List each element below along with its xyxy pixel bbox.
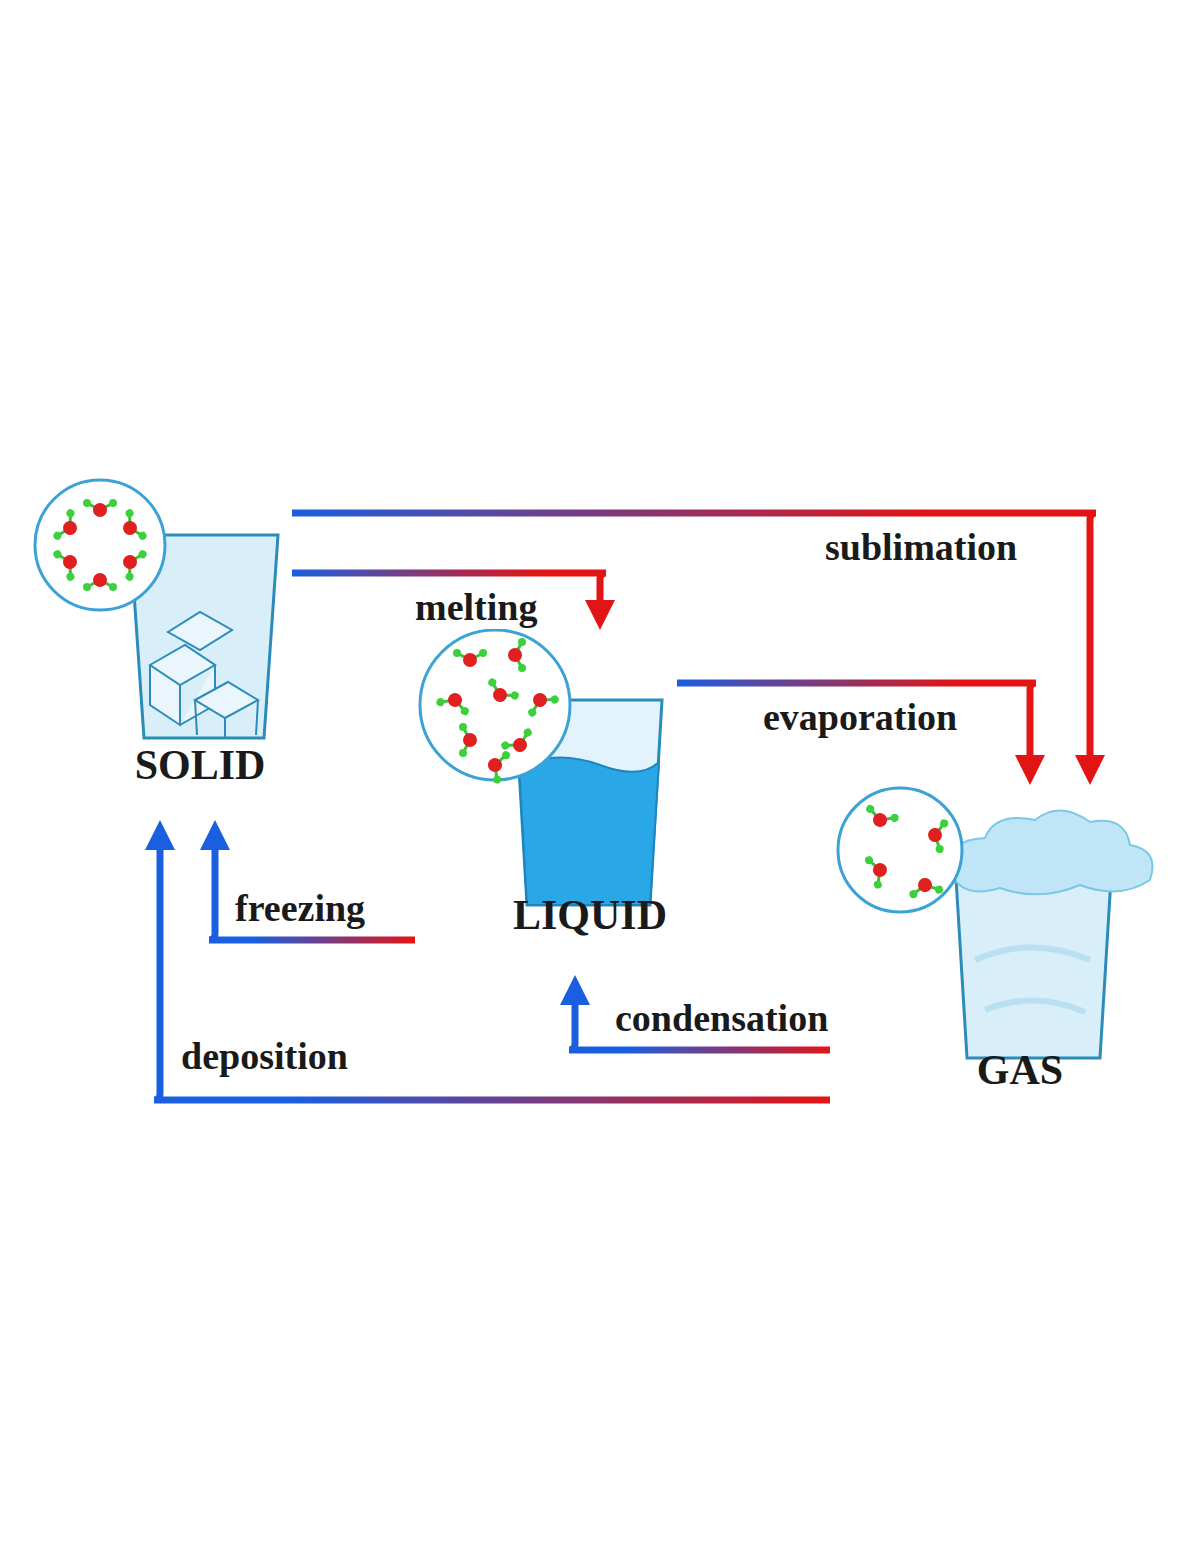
gas-glass (838, 788, 1153, 1058)
solid-glass (35, 480, 278, 738)
phase-arrow (677, 683, 1045, 785)
phase-arrow (292, 573, 615, 630)
phase-node: GAS (830, 785, 1160, 1120)
liquid-glass (420, 630, 662, 905)
transition-label: deposition (178, 1036, 351, 1078)
phase-node: LIQUID (415, 630, 677, 975)
transition-label: freezing (232, 888, 368, 930)
phase-node: SOLID (30, 470, 292, 820)
transition-label: evaporation (760, 697, 960, 739)
phase-arrow (200, 820, 415, 940)
phase-arrow (145, 820, 830, 1100)
transition-label: condensation (612, 998, 831, 1040)
phase-name: SOLID (135, 742, 266, 788)
phase-name: GAS (977, 1047, 1063, 1093)
transition-label: sublimation (822, 527, 1020, 569)
phase-name: LIQUID (513, 892, 667, 938)
transition-label: melting (412, 587, 540, 629)
phase-arrow (292, 513, 1105, 785)
